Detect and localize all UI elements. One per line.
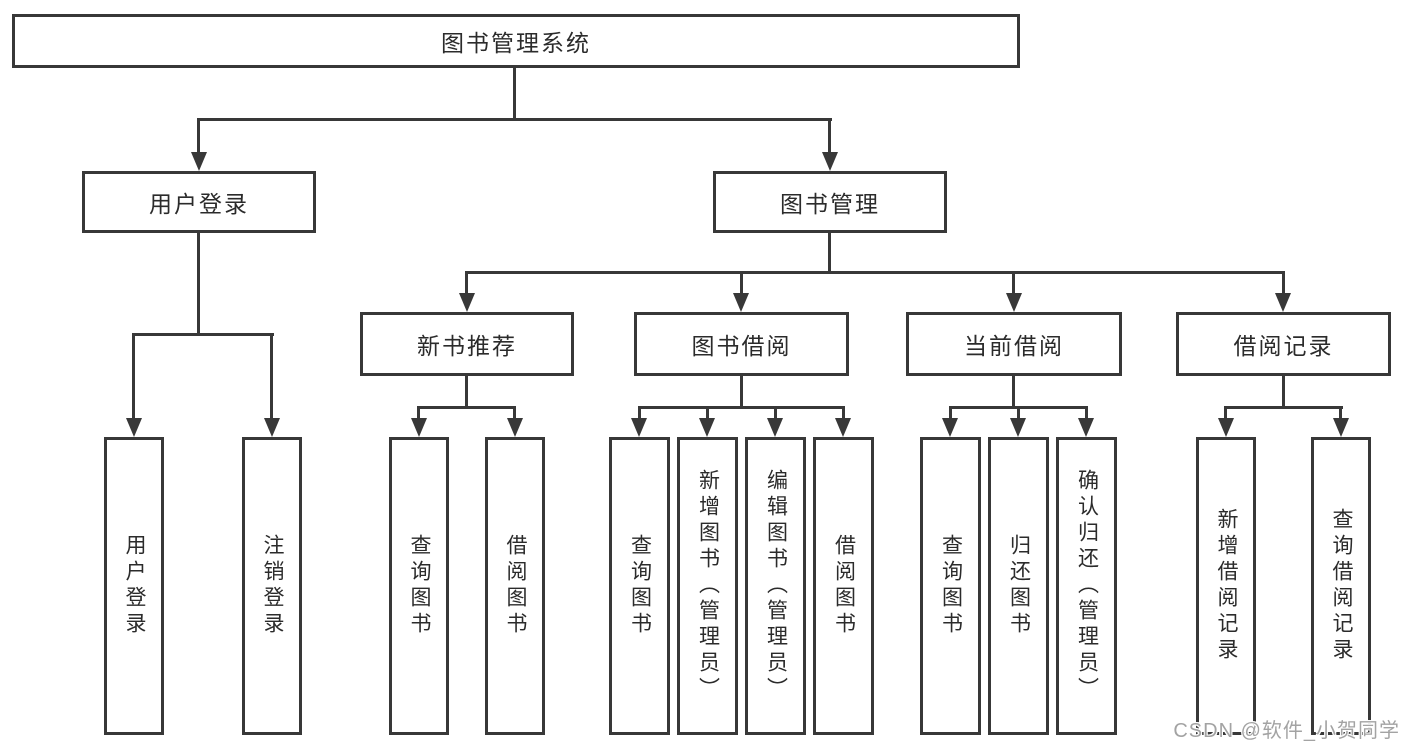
node-new-book-recommend: 新书推荐 [360,312,574,376]
connector-drop-recommend-query [417,406,420,421]
arrow-down-current-borrowing-icon [1006,293,1022,312]
leaf-borrowing-add-books-admin: 新增图书（管理员） [677,437,738,735]
node-user-login: 用户登录 [82,171,316,233]
connector-book-management-stem [828,233,831,274]
node-book-management: 图书管理 [713,171,947,233]
arrow-down-records-add-icon [1218,418,1234,437]
connector-drop-leaf-logout [270,333,273,420]
arrow-down-borrowing-add-icon [699,418,715,437]
node-root: 图书管理系统 [12,14,1020,68]
leaf-current-query-books: 查询图书 [920,437,981,735]
leaf-logout: 注销登录 [242,437,302,735]
connector-records-bracket [1224,406,1343,409]
connector-borrowing-bracket [638,406,845,409]
connector-borrowing-stem [740,376,743,409]
connector-drop-user-login [197,118,200,156]
connector-drop-current-borrowing [1012,271,1015,297]
arrow-down-current-confirm-icon [1078,418,1094,437]
leaf-records-query: 查询借阅记录 [1311,437,1371,735]
node-current-borrowing: 当前借阅 [906,312,1122,376]
leaf-current-confirm-return-admin: 确认归还（管理员） [1056,437,1117,735]
connector-drop-book-borrowing [740,271,743,297]
arrow-down-current-return-icon [1010,418,1026,437]
leaf-recommend-borrow-books: 借阅图书 [485,437,545,735]
connector-drop-borrowing-query [638,406,641,421]
arrow-down-borrowing-records-icon [1275,293,1291,312]
leaf-borrowing-borrow-books: 借阅图书 [813,437,874,735]
connector-user-login-bracket [132,333,274,336]
arrow-down-current-query-icon [942,418,958,437]
arrow-down-records-query-icon [1333,418,1349,437]
node-book-borrowing: 图书借阅 [634,312,849,376]
arrow-down-borrowing-edit-icon [767,418,783,437]
arrow-down-book-borrowing-icon [733,293,749,312]
connector-recommend-bracket [417,406,516,409]
arrow-down-recommend-query-icon [411,418,427,437]
connector-current-stem [1012,376,1015,409]
connector-drop-book-management [828,118,831,156]
connector-recommend-stem [465,376,468,409]
connector-drop-records-add [1224,406,1227,421]
leaf-current-return-books: 归还图书 [988,437,1049,735]
arrow-down-borrowing-borrow-icon [835,418,851,437]
arrow-down-new-book-recommend-icon [459,293,475,312]
leaf-recommend-query-books: 查询图书 [389,437,449,735]
arrow-down-leaf-login-icon [126,418,142,437]
arrow-down-borrowing-query-icon [631,418,647,437]
arrow-down-user-login-icon [191,152,207,171]
connector-root-hline [197,118,832,121]
arrow-down-leaf-logout-icon [264,418,280,437]
leaf-borrowing-edit-books-admin: 编辑图书（管理员） [745,437,806,735]
connector-drop-leaf-login [132,333,135,420]
connector-records-stem [1282,376,1285,409]
leaf-user-login: 用户登录 [104,437,164,735]
connector-drop-current-confirm [1085,406,1088,421]
connector-drop-borrowing-borrow [842,406,845,421]
connector-drop-current-return [1017,406,1020,421]
connector-level3-hline [465,271,1285,274]
node-borrowing-records: 借阅记录 [1176,312,1391,376]
connector-drop-new-book-recommend [465,271,468,297]
connector-drop-borrowing-add [706,406,709,421]
leaf-borrowing-query-books: 查询图书 [609,437,670,735]
connector-drop-current-query [949,406,952,421]
connector-drop-records-query [1339,406,1342,421]
connector-drop-borrowing-records [1282,271,1285,297]
leaf-records-add: 新增借阅记录 [1196,437,1256,735]
connector-root-stem [513,66,516,119]
arrow-down-recommend-borrow-icon [507,418,523,437]
connector-drop-borrowing-edit [774,406,777,421]
connector-drop-recommend-borrow [513,406,516,421]
connector-user-login-stem [197,233,200,336]
arrow-down-book-management-icon [822,152,838,171]
